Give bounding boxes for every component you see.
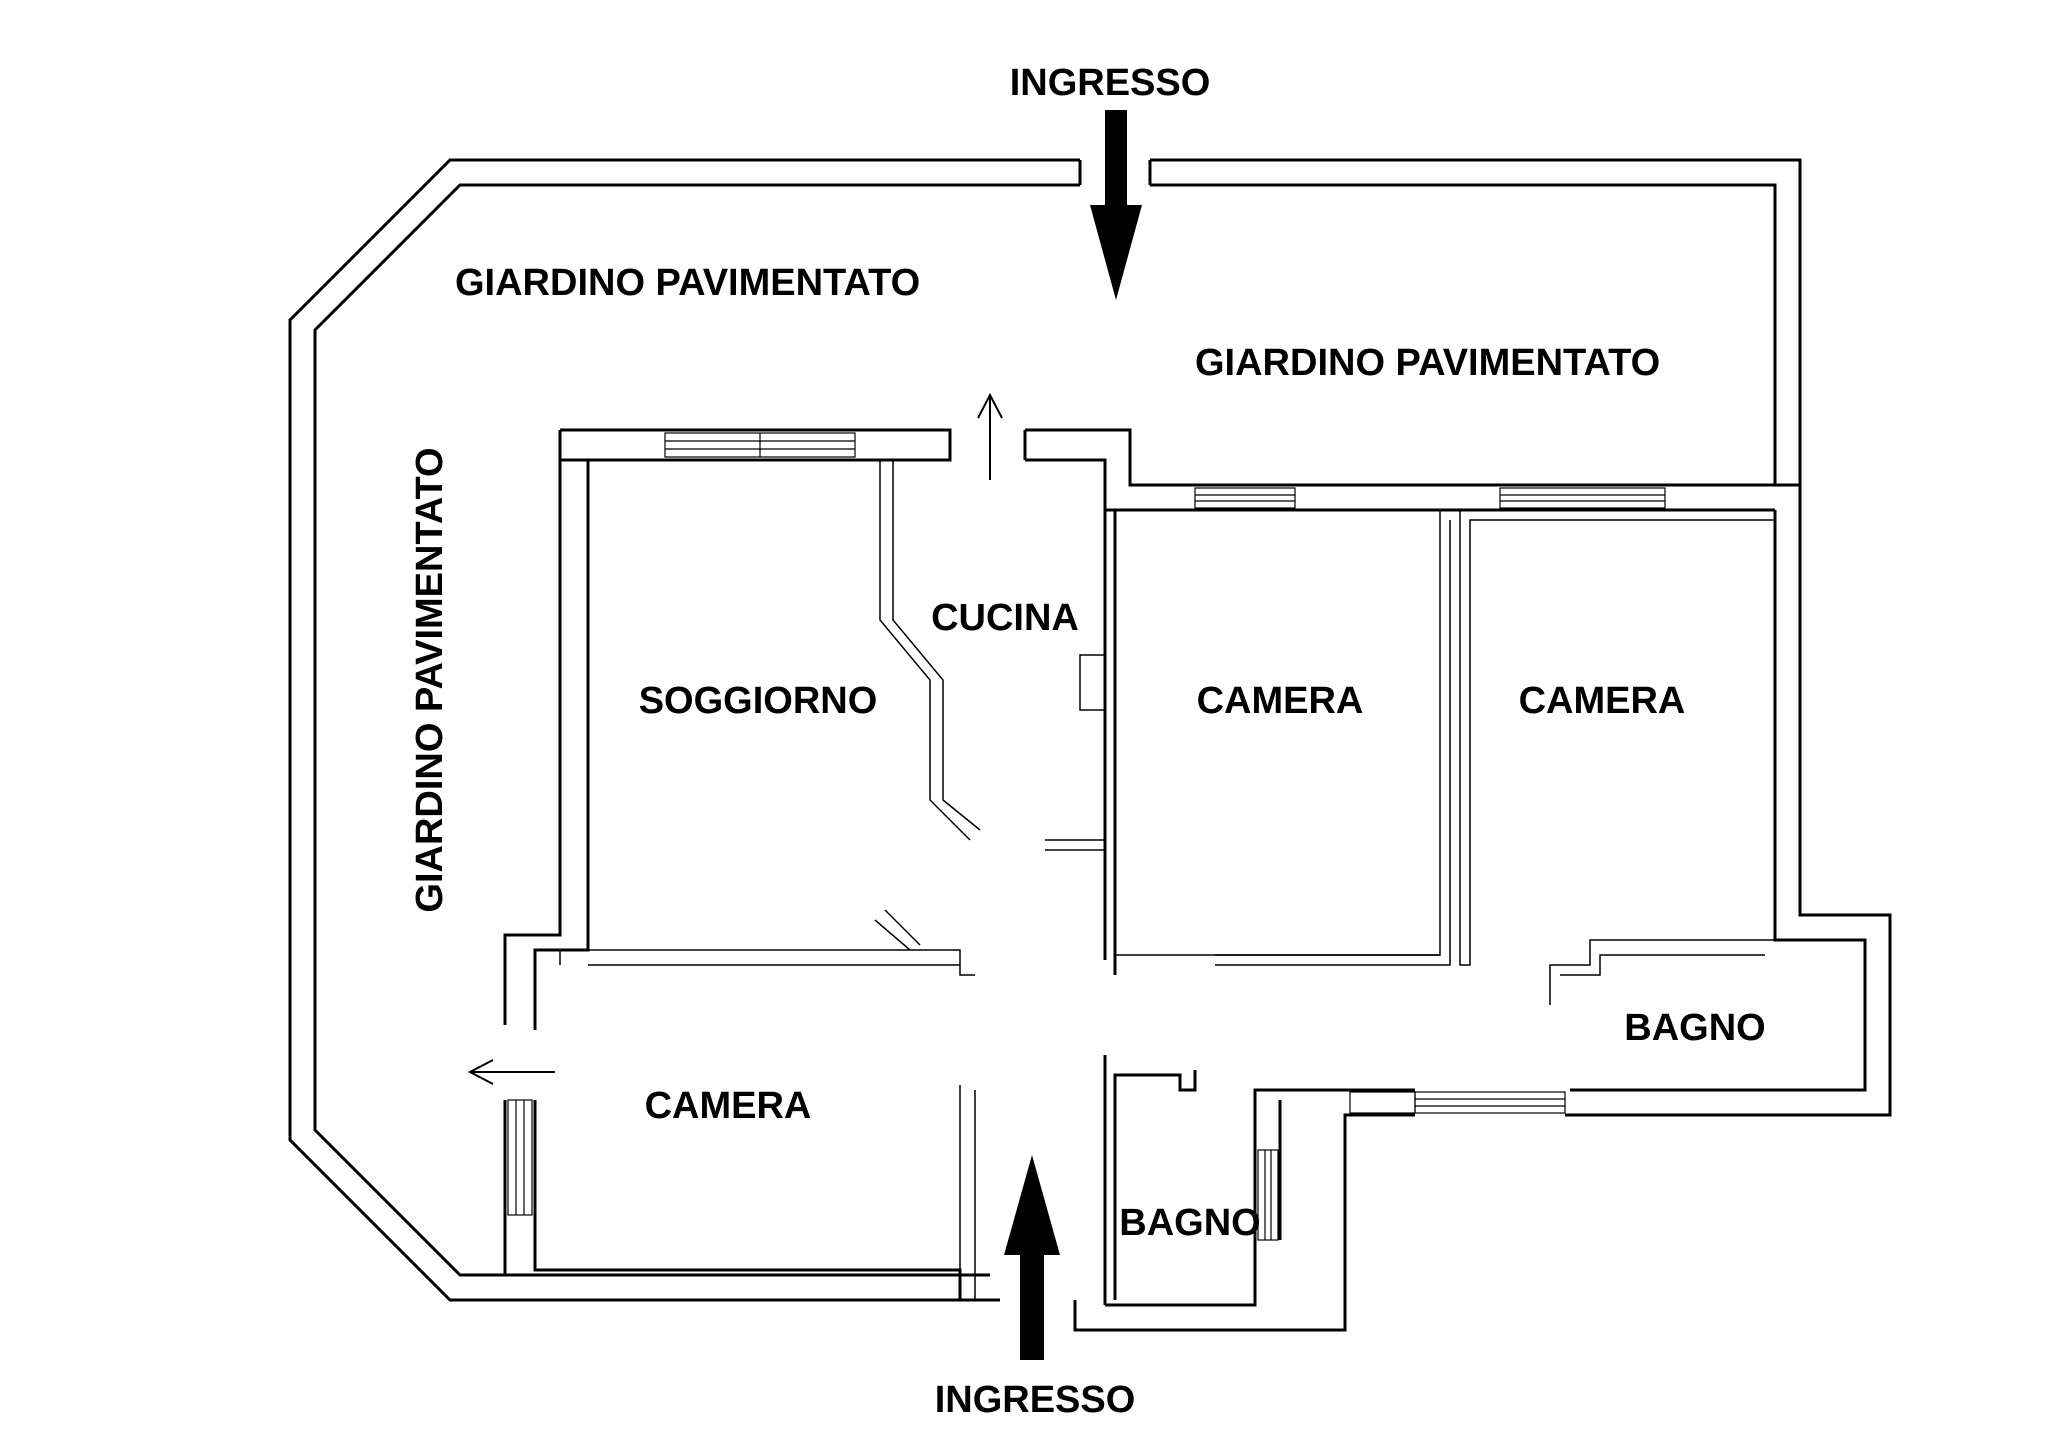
windows — [507, 432, 1666, 1241]
entrance-arrow-bottom — [1004, 1155, 1060, 1360]
bathroom-right-label: BAGNO — [1624, 1007, 1765, 1049]
entrance-bottom-label: INGRESSO — [935, 1379, 1136, 1421]
living-room-label: SOGGIORNO — [639, 680, 878, 722]
bedroom-bottom-left-label: CAMERA — [645, 1085, 812, 1127]
kitchen-label: CUCINA — [931, 597, 1079, 639]
garden-top-right-label: GIARDINO PAVIMENTATO — [1195, 342, 1660, 384]
exit-arrow-left — [467, 1059, 555, 1085]
exit-arrow-kitchen — [977, 392, 1003, 480]
garden-boundary-wall — [288, 158, 1802, 1302]
bathroom-center-label: BAGNO — [1119, 1202, 1260, 1244]
garden-top-left-label: GIARDINO PAVIMENTATO — [455, 262, 920, 304]
entrance-arrow-top — [1090, 110, 1142, 300]
interior-walls — [535, 460, 1775, 1300]
entrance-top-label: INGRESSO — [1010, 62, 1211, 104]
building-walls — [503, 428, 1892, 1332]
garden-left-label: GIARDINO PAVIMENTATO — [409, 447, 451, 912]
bedroom-center-label: CAMERA — [1197, 680, 1364, 722]
bedroom-right-label: CAMERA — [1519, 680, 1686, 722]
